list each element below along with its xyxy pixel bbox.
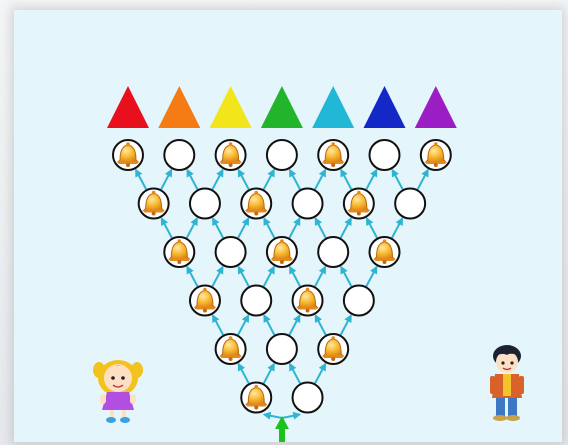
- circle-node[interactable]: [421, 140, 451, 170]
- connector-arrow: [238, 219, 248, 238]
- connector-arrow: [418, 170, 428, 189]
- connector-arrow: [212, 170, 222, 189]
- color-triangle: [107, 86, 149, 128]
- connector-arrow: [212, 267, 222, 286]
- connector-arrow: [213, 219, 223, 238]
- connector-arrow: [392, 219, 402, 238]
- circle-node[interactable]: [190, 286, 220, 316]
- connector-arrow: [239, 267, 249, 286]
- connector-arrow: [315, 364, 325, 383]
- circle-node[interactable]: [267, 237, 297, 267]
- circle-node[interactable]: [370, 140, 400, 170]
- connector-arrow: [315, 219, 325, 238]
- circle-node[interactable]: [216, 334, 246, 364]
- connector-arrow: [136, 170, 146, 189]
- color-triangle: [415, 86, 457, 128]
- circle-node[interactable]: [293, 189, 323, 219]
- connector-arrow: [341, 219, 351, 238]
- connector-arrow: [239, 170, 249, 189]
- color-triangle: [312, 86, 354, 128]
- connector-arrow: [341, 267, 351, 286]
- connector-arrow: [239, 364, 249, 383]
- circle-node[interactable]: [318, 140, 348, 170]
- connector-arrow: [264, 415, 282, 419]
- connector-arrow: [264, 267, 274, 286]
- color-triangle: [158, 86, 200, 128]
- connector-arrow: [264, 219, 274, 238]
- circle-node[interactable]: [318, 334, 348, 364]
- color-triangle: [210, 86, 252, 128]
- connector-arrow: [366, 267, 376, 286]
- connector-arrow: [187, 267, 197, 286]
- connector-arrow: [315, 170, 325, 189]
- color-triangle: [364, 86, 406, 128]
- connector-arrow: [290, 170, 300, 189]
- circle-node[interactable]: [164, 140, 194, 170]
- color-targets: [107, 86, 457, 128]
- circle-node[interactable]: [241, 189, 271, 219]
- circle-node[interactable]: [139, 189, 169, 219]
- connector-arrow: [290, 267, 300, 286]
- circle-node[interactable]: [344, 286, 374, 316]
- circle-node[interactable]: [293, 286, 323, 316]
- arrow-up-icon[interactable]: [275, 416, 289, 442]
- connector-arrow: [187, 170, 197, 189]
- connector-arrow: [264, 364, 274, 383]
- circle-node[interactable]: [344, 189, 374, 219]
- node-grid: [113, 140, 451, 413]
- connector-arrow: [213, 316, 223, 335]
- connector-arrow: [187, 219, 197, 238]
- circle-node[interactable]: [293, 383, 323, 413]
- connector-arrow: [238, 316, 248, 335]
- boy-character: [490, 345, 524, 421]
- circle-node[interactable]: [216, 237, 246, 267]
- connector-arrow: [315, 316, 325, 335]
- circle-node[interactable]: [113, 140, 143, 170]
- circle-node[interactable]: [190, 189, 220, 219]
- circle-node[interactable]: [370, 237, 400, 267]
- circle-node[interactable]: [241, 383, 271, 413]
- connector-arrow: [341, 316, 351, 335]
- girl-character: [93, 360, 143, 423]
- connector-arrow: [161, 170, 171, 189]
- circle-node[interactable]: [216, 140, 246, 170]
- connector-arrow: [392, 170, 402, 189]
- circle-node[interactable]: [241, 286, 271, 316]
- connector-layer: [136, 170, 428, 418]
- connector-arrow: [162, 219, 172, 238]
- circle-node[interactable]: [318, 237, 348, 267]
- connector-arrow: [341, 170, 351, 189]
- connector-arrow: [290, 364, 300, 383]
- circle-node[interactable]: [164, 237, 194, 267]
- connector-arrow: [315, 267, 325, 286]
- connector-arrow: [289, 219, 299, 238]
- connector-arrow: [282, 415, 300, 419]
- circle-node[interactable]: [267, 334, 297, 364]
- connector-arrow: [264, 316, 274, 335]
- circle-node[interactable]: [267, 140, 297, 170]
- connector-arrow: [289, 316, 299, 335]
- circle-node[interactable]: [395, 189, 425, 219]
- color-triangle: [261, 86, 303, 128]
- connector-arrow: [366, 170, 376, 189]
- connector-arrow: [264, 170, 274, 189]
- connector-arrow: [367, 219, 377, 238]
